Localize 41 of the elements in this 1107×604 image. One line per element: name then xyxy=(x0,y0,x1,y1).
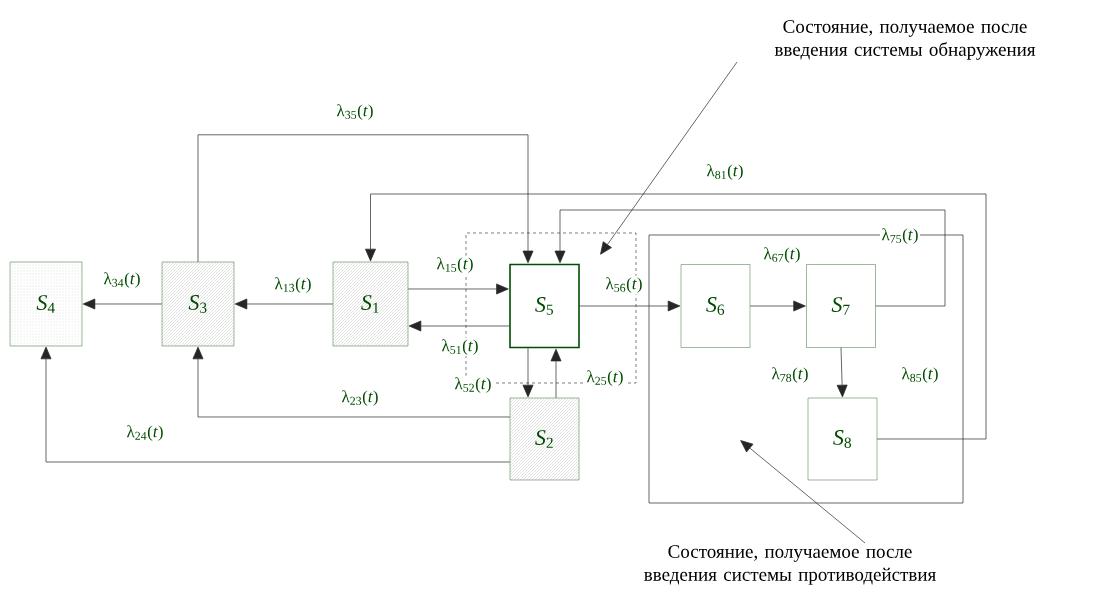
arrow xyxy=(197,134,534,264)
edge-label: λ$_{35}$(t) xyxy=(335,102,375,122)
arrow xyxy=(579,300,681,312)
state-box: S$_{5}$ xyxy=(509,263,580,349)
state-box: S$_{7}$ xyxy=(806,264,876,348)
arrow xyxy=(82,298,163,310)
state-box: S$_{4}$ xyxy=(9,261,83,347)
edge-label: λ$_{51}$(t) xyxy=(440,337,480,357)
arrow xyxy=(408,320,510,332)
arrow xyxy=(749,300,806,312)
edge-label: λ$_{56}$(t) xyxy=(604,275,644,295)
callout-text: Состояние, получаемое после введения системы обнаружения xyxy=(774,20,1036,60)
arrow xyxy=(554,209,946,307)
edge-label: λ$_{78}$(t) xyxy=(770,365,810,385)
arrow xyxy=(365,193,987,440)
state-box: S$_{8}$ xyxy=(807,397,878,481)
arrow xyxy=(234,298,334,310)
rate-label: λ$_{85}$(t) xyxy=(900,365,940,385)
state-box: S$_{3}$ xyxy=(161,261,235,347)
arrow xyxy=(836,347,848,398)
arrow xyxy=(550,348,562,399)
edge-label: λ$_{15}$(t) xyxy=(435,255,475,275)
arrow xyxy=(522,347,534,398)
edge-label: λ$_{24}$(t) xyxy=(125,423,165,443)
edge-label: λ$_{34}$(t) xyxy=(102,270,143,290)
state-box: S$_{6}$ xyxy=(680,264,751,348)
state-box: S$_{1}$ xyxy=(332,261,409,347)
edge-label: λ$_{81}$(t) xyxy=(705,162,745,182)
edge-label: λ$_{52}$(t) xyxy=(453,375,493,395)
leader-arrow xyxy=(600,61,738,255)
callout-text: Состояние, получаемое после введения системы противодействия xyxy=(644,545,936,585)
edge-label: λ$_{75}$(t) xyxy=(880,226,920,246)
state-box: S$_{2}$ xyxy=(509,397,580,481)
arrow xyxy=(40,346,511,463)
edge-label: λ$_{25}$(t) xyxy=(585,368,625,388)
edge-label: λ$_{23}$(t) xyxy=(340,388,380,408)
arrow xyxy=(192,346,511,418)
edge-label: λ$_{67}$(t) xyxy=(762,245,802,265)
arrow xyxy=(407,283,509,295)
leader-arrow xyxy=(740,440,866,544)
edge-label: λ$_{13}$(t) xyxy=(273,275,313,295)
